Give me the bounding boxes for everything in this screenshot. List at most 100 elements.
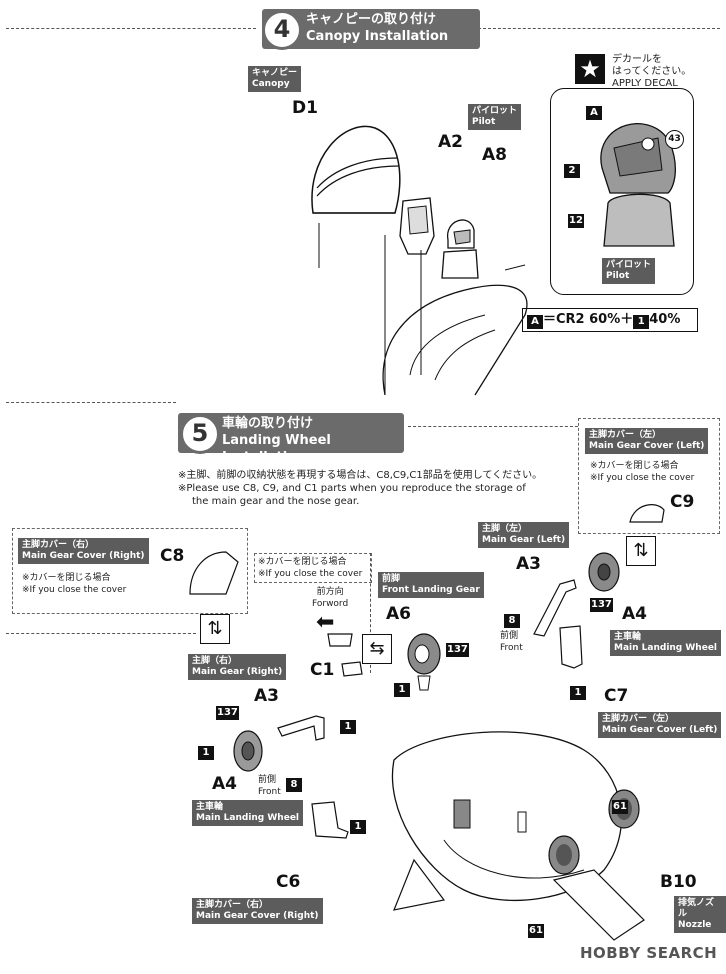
nozzle-en: Nozzle [678, 920, 712, 930]
step5-note-en1: ※Please use C8, C9, and C1 parts when yo… [178, 483, 526, 494]
mgl-jp: 主脚（左） [482, 524, 528, 534]
c9-swap-arrow-icon: ⇅ [626, 536, 656, 566]
seat-drawing [399, 197, 435, 255]
a3-left-gear-drawing [533, 579, 577, 637]
a4-right-wheel-drawing [233, 730, 263, 772]
hobby-search-watermark: HOBBY SEARCH [580, 944, 718, 962]
a6-front-wheel-drawing [407, 633, 441, 691]
decal-12-box: 12 [568, 214, 584, 228]
main-gear-right-tag: 主脚（右） Main Gear (Right) [188, 654, 287, 680]
number-137-a6: 137 [446, 643, 469, 657]
star-icon: ★ [575, 54, 605, 84]
mix-pct: 40% [649, 312, 681, 327]
cll-jp: 主脚カバー（左） [602, 714, 675, 724]
front-gear-jp: 前脚 [382, 574, 401, 584]
c6-cover-drawing [311, 801, 349, 839]
pilot-helmet-drawing [600, 123, 676, 247]
number-8-left: 8 [504, 614, 520, 628]
c8-tag: 主脚カバー（右） Main Gear Cover (Right) [18, 538, 149, 564]
c1-swap-arrow-icon: ⇆ [362, 634, 392, 664]
decal-en: APPLY DECAL [612, 78, 678, 89]
canopy-tag-en: Canopy [252, 79, 290, 89]
left-cover-tag: 主脚カバー（左） Main Gear Cover (Left) [585, 428, 709, 454]
c8-note: ※カバーを閉じる場合 ※If you close the cover [22, 572, 126, 596]
step5-note: ※主脚、前脚の収納状態を再現する場合は、C8,C9,C1部品を使用してください。… [178, 469, 542, 508]
c7-cover-drawing [559, 625, 583, 669]
c9-note: ※カバーを閉じる場合 ※If you close the cover [590, 460, 694, 484]
part-a3-left: A3 [516, 554, 541, 574]
pilot-tag: パイロット Pilot [468, 104, 522, 130]
nozzle-jp: 排気ノズル [678, 898, 715, 919]
decal-jp1: デカールを [612, 54, 662, 65]
step5-note-jp: ※主脚、前脚の収納状態を再現する場合は、C8,C9,C1部品を使用してください。 [178, 470, 543, 481]
pilot-tag-2: パイロット Pilot [602, 258, 656, 284]
c9-tag-en: Main Gear Cover (Left) [589, 441, 705, 451]
mwl-jp: 主車輪 [614, 632, 642, 642]
pilot-tag2-jp: パイロット [606, 260, 652, 270]
main-wheel-left-tag: 主車輪 Main Landing Wheel [610, 630, 722, 656]
mwr-jp: 主車輪 [196, 802, 224, 812]
a3-right-gear-drawing [277, 715, 325, 741]
part-a8: A8 [482, 145, 507, 165]
step5-title-jp: 車輪の取り付け [222, 416, 314, 431]
c8-tag-en: Main Gear Cover (Right) [22, 551, 145, 561]
decal-jp2: はってください。 [612, 66, 692, 77]
pilot-tag-jp: パイロット [472, 106, 518, 116]
step4-banner: キャノピーの取り付け Canopy Installation [262, 9, 480, 49]
mix-1-box: 1 [633, 315, 650, 329]
c1-small-part-drawing [341, 661, 363, 677]
c1-box-vline [370, 553, 371, 673]
main-gear-left-tag: 主脚（左） Main Gear (Left) [478, 522, 570, 548]
number-1-a3r: 1 [340, 720, 356, 734]
step4-title-jp: キャノピーの取り付け [306, 12, 437, 27]
c8-cover-drawing [189, 551, 239, 595]
part-a6: A6 [386, 604, 411, 624]
right-cover-closed-box [12, 528, 248, 614]
crl-jp: 主脚カバー（右） [196, 900, 269, 910]
part-a3-right: A3 [254, 686, 279, 706]
front-gear-en: Front Landing Gear [382, 585, 480, 595]
c9-note-jp: ※カバーを閉じる場合 [590, 461, 679, 471]
number-1-a4r: 1 [198, 746, 214, 760]
mgl-en: Main Gear (Left) [482, 535, 566, 545]
main-wheel-right-tag: 主車輪 Main Landing Wheel [192, 800, 304, 826]
crl-en: Main Gear Cover (Right) [196, 911, 319, 921]
front-side-en-r: Front [258, 787, 281, 797]
part-a4-left: A4 [622, 604, 647, 624]
c9-cover-drawing [629, 504, 665, 523]
c8-note-jp: ※カバーを閉じる場合 [22, 573, 111, 583]
cover-left-lower-tag: 主脚カバー（左） Main Gear Cover (Left) [598, 712, 722, 738]
a4-left-wheel-drawing [588, 552, 620, 592]
part-c1: C1 [310, 660, 335, 680]
number-137-right: 137 [216, 706, 239, 720]
front-side-jp-l: 前側 [500, 631, 519, 641]
number-8-right: 8 [286, 778, 302, 792]
c8-tag-jp: 主脚カバー（右） [22, 540, 95, 550]
mwl-en: Main Landing Wheel [614, 643, 718, 653]
step5-title-en: Landing Wheel Installation [222, 433, 331, 465]
part-c8: C8 [160, 546, 185, 566]
number-61-bottom: 61 [528, 924, 544, 938]
left-cover-closed-box [578, 418, 720, 534]
fwd-jp: 前方向 [316, 587, 344, 597]
cover-right-lower-tag: 主脚カバー（右） Main Gear Cover (Right) [192, 898, 323, 924]
part-a2: A2 [438, 132, 463, 152]
number-137-left: 137 [590, 598, 613, 612]
c1-note-en: ※If you close the cover [258, 569, 363, 579]
fuselage-step4-drawing [382, 235, 528, 396]
c8-swap-arrow-icon: ⇅ [200, 614, 230, 644]
front-cover-closed-box [254, 553, 372, 583]
number-1-a6: 1 [394, 683, 410, 697]
mwr-en: Main Landing Wheel [196, 813, 300, 823]
front-gear-tag: 前脚 Front Landing Gear [378, 572, 484, 598]
part-d1: D1 [292, 98, 318, 118]
c1-note-jp: ※カバーを閉じる場合 [258, 557, 347, 567]
step4-dashed-rule-right [478, 28, 720, 29]
pilot-tag-en: Pilot [472, 117, 496, 127]
decal-2-box: 2 [564, 164, 580, 178]
part-a4-right: A4 [212, 774, 237, 794]
step4-number: 4 [262, 10, 302, 50]
fwd-en: Forword [312, 599, 349, 609]
step4-title-en: Canopy Installation [306, 29, 449, 44]
c1-note: ※カバーを閉じる場合 ※If you close the cover [258, 556, 362, 580]
